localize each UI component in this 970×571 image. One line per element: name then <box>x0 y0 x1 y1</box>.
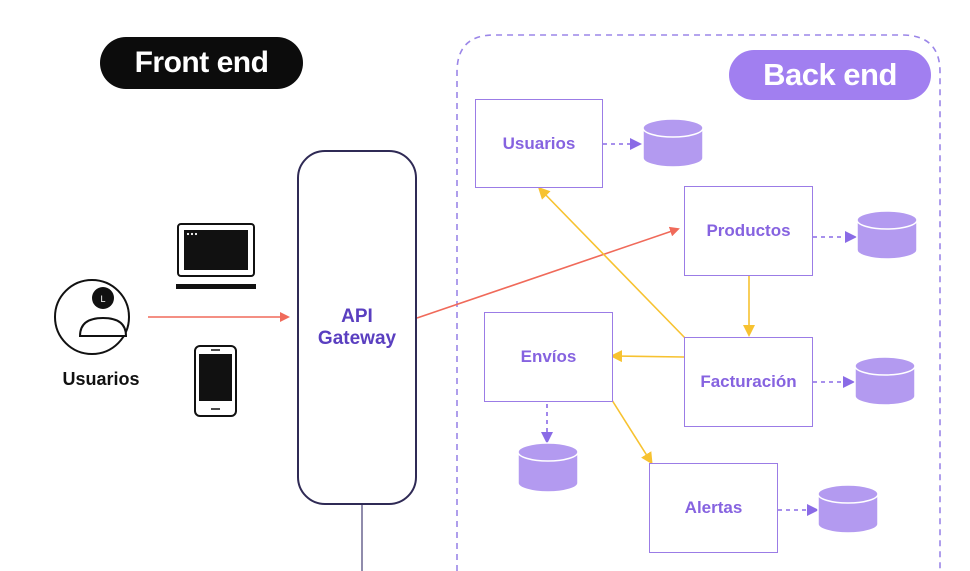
gateway-label-line1: API <box>341 305 373 327</box>
service-usuarios: Usuarios <box>475 99 603 188</box>
database-icon <box>817 484 879 534</box>
back-end-badge: Back end <box>729 50 931 100</box>
database-icon <box>517 442 579 493</box>
laptop-icon <box>176 223 256 289</box>
service-facturacion: Facturación <box>684 337 813 427</box>
envios-to-alertas-arrow <box>609 396 653 465</box>
smartphone-icon <box>194 345 237 417</box>
service-envios: Envíos <box>484 312 613 402</box>
service-productos: Productos <box>684 186 813 276</box>
gateway-label-line2: Gateway <box>317 327 397 349</box>
facturacion-to-usuarios-arrow <box>537 186 687 340</box>
front-end-badge: Front end <box>100 37 303 89</box>
api-gateway: API Gateway <box>297 150 417 505</box>
facturacion-to-envios-arrow <box>610 350 685 363</box>
svg-text:L: L <box>100 294 105 304</box>
database-icon <box>856 210 918 260</box>
service-alertas: Alertas <box>649 463 778 553</box>
user-avatar-icon: L <box>54 279 130 355</box>
backend-boundary <box>456 34 941 571</box>
gateway-to-productos-arrow <box>416 226 680 319</box>
database-icon <box>642 118 704 168</box>
user-label: Usuarios <box>62 369 140 389</box>
database-icon <box>854 356 916 406</box>
